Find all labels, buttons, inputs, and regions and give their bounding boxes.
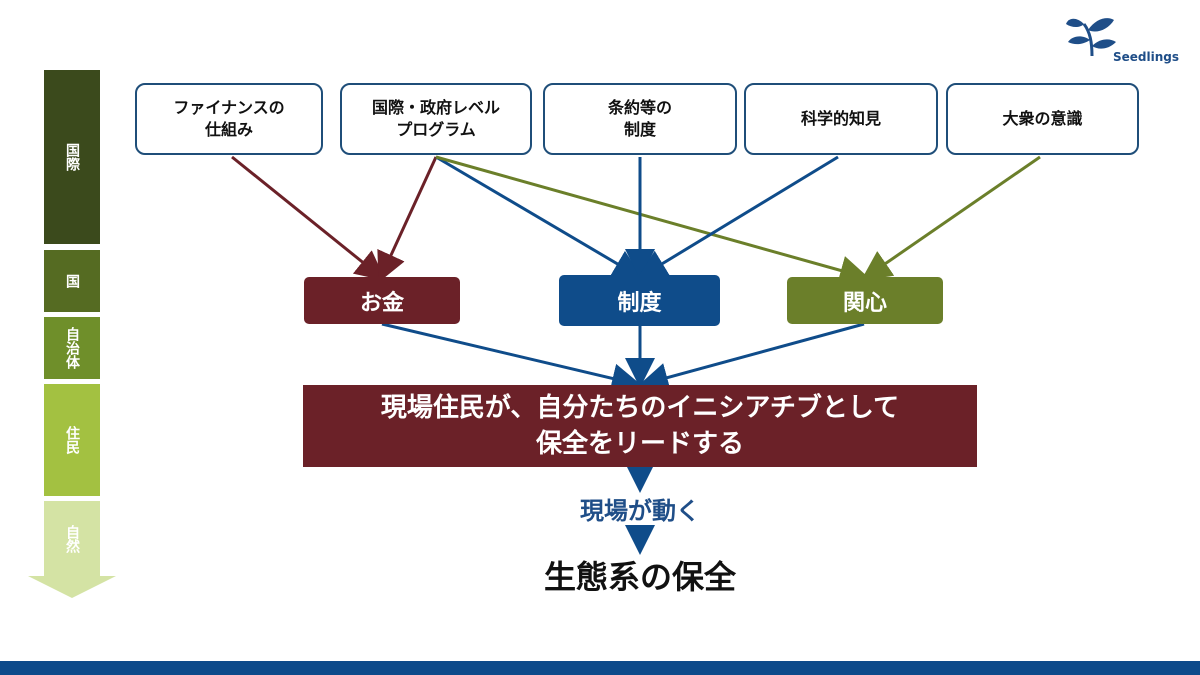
channel-institution: 制度: [559, 275, 720, 326]
site-moves-label: 現場が動く: [580, 497, 700, 525]
arrow-finance-to-money: [231, 155, 386, 281]
scale-municipal: 自治体: [44, 317, 100, 379]
source-government-program: 国際・政府レベル プログラム: [340, 83, 532, 155]
scale-residents: 住民: [44, 384, 100, 496]
scale-national: 国: [44, 250, 100, 312]
footer-bar: [0, 661, 1200, 675]
seedling-icon: [1066, 18, 1116, 57]
arrow-interest-to-outcome: [638, 322, 865, 393]
arrow-program-to-institution: [435, 155, 644, 280]
arrow-science-to-institution: [636, 155, 839, 280]
scale-arrowhead: [28, 576, 116, 598]
logo-name: Seedlings: [1113, 50, 1180, 64]
source-public-awareness: 大衆の意識: [946, 83, 1139, 155]
ecosystem-conservation-label: 生態系の保全: [543, 558, 736, 596]
source-finance: ファイナンスの 仕組み: [135, 83, 323, 155]
scale-international: 国際: [44, 70, 100, 244]
arrow-program-to-interest: [435, 155, 870, 285]
seedlings-logo: [1062, 12, 1182, 68]
arrow-awareness-to-interest: [861, 155, 1041, 281]
arrow-program-to-money: [377, 156, 438, 283]
scale-nature: 自然: [44, 501, 100, 577]
outcome-banner: 現場住民が、自分たちのイニシアチブとして 保全をリードする: [303, 385, 977, 467]
channel-interest: 関心: [787, 277, 943, 324]
arrow-money-to-outcome: [381, 322, 642, 394]
channel-money: お金: [304, 277, 460, 324]
source-science: 科学的知見: [744, 83, 938, 155]
source-treaty: 条約等の 制度: [543, 83, 737, 155]
